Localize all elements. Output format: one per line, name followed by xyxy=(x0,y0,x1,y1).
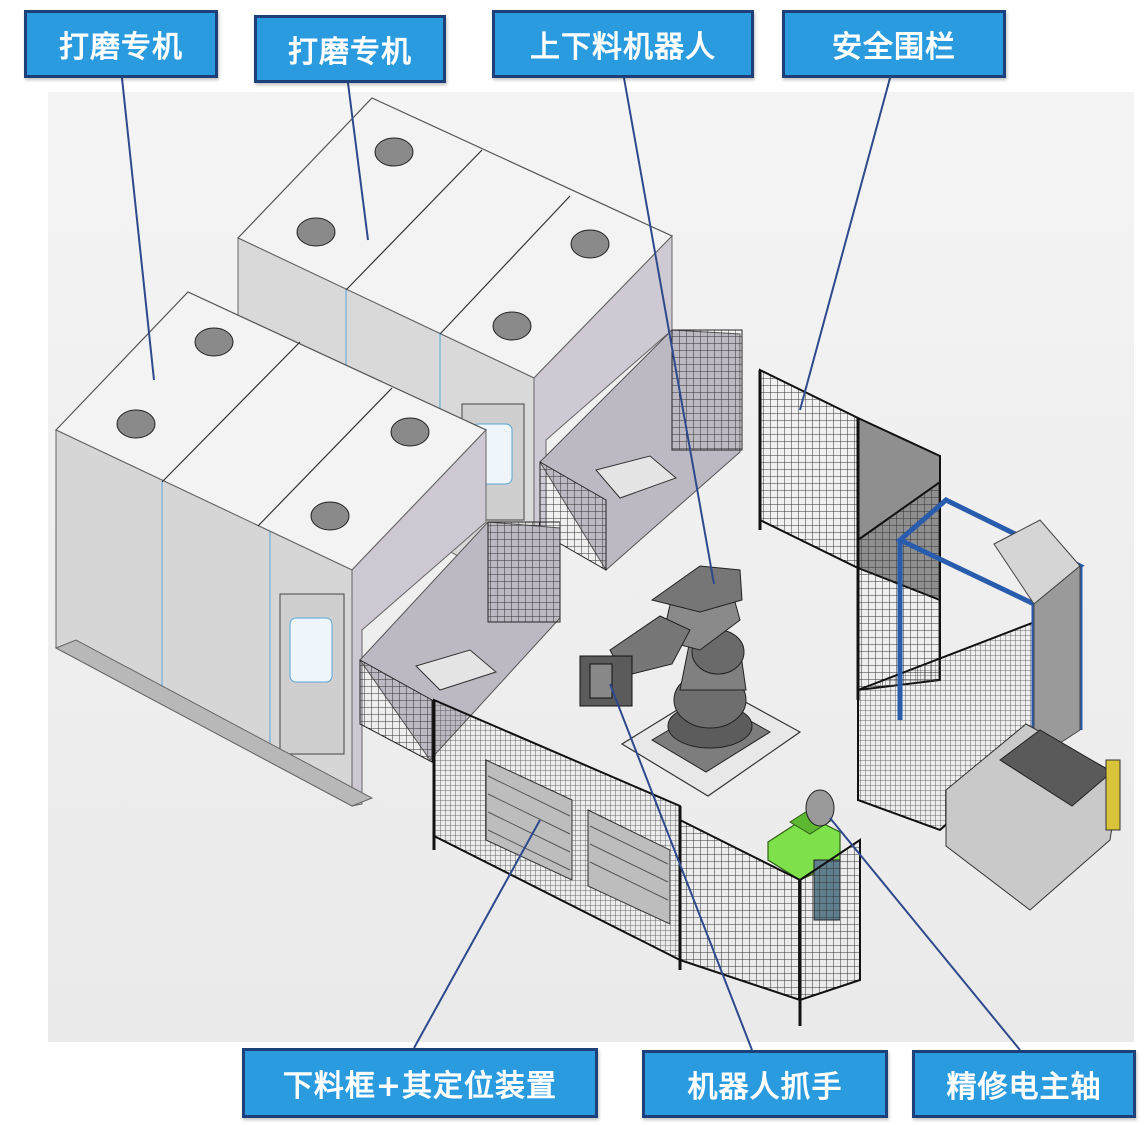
label-safety-fence: 安全围栏 xyxy=(782,10,1006,78)
label-robot-gripper: 机器人抓手 xyxy=(642,1050,888,1118)
outfeed-frame-station xyxy=(432,698,861,1026)
label-grinding-machine-2: 打磨专机 xyxy=(254,15,446,83)
label-outfeed-frame: 下料框+其定位装置 xyxy=(242,1048,598,1118)
grinding-machine-front xyxy=(54,291,561,807)
label-grinding-machine-1: 打磨专机 xyxy=(24,10,218,78)
label-finishing-spindle: 精修电主轴 xyxy=(912,1050,1136,1118)
loading-robot xyxy=(579,565,802,797)
fixture-rack xyxy=(895,497,1121,911)
leader-lines xyxy=(121,77,1021,1051)
label-loading-robot: 上下料机器人 xyxy=(492,10,754,78)
